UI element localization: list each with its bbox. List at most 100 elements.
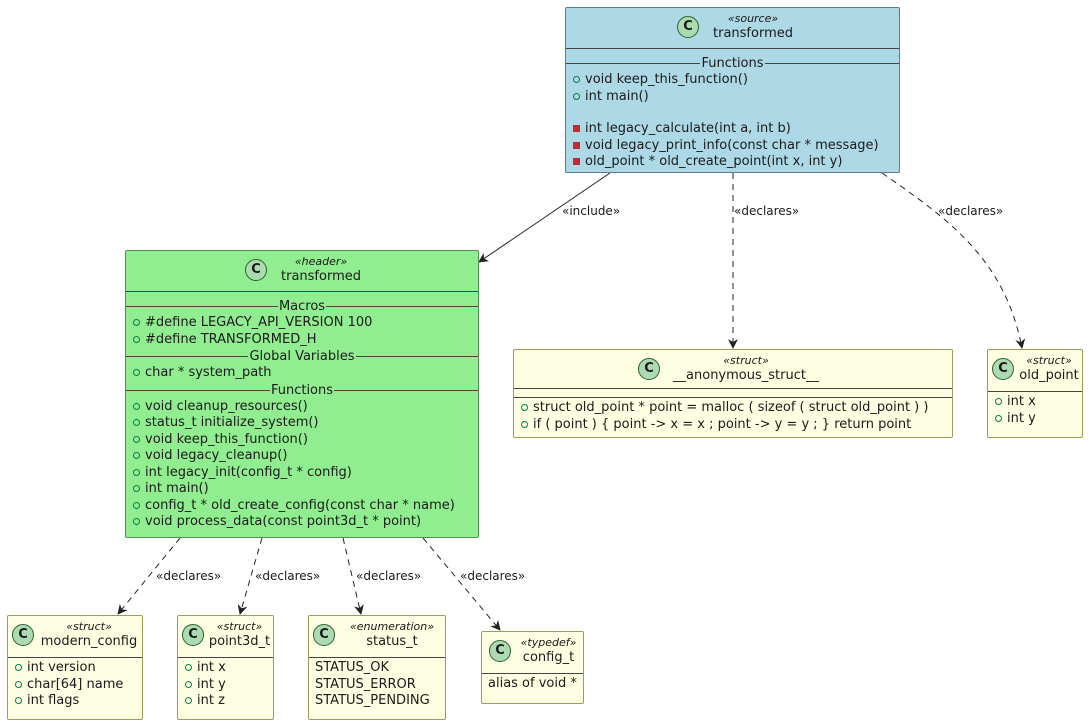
class-c-icon: C — [677, 16, 699, 38]
member-item: int y — [184, 677, 267, 694]
public-visibility-icon — [133, 501, 140, 509]
member-item: char * system_path — [132, 365, 472, 382]
member-item: int legacy_calculate(int a, int b) — [572, 121, 893, 138]
member-item: #define TRANSFORMED_H — [132, 332, 472, 349]
edge-label-declares-modern-config: «declares» — [156, 569, 222, 583]
public-visibility-icon — [573, 92, 580, 100]
edge-label-declares-point3d: «declares» — [255, 569, 321, 583]
class-name: old_point — [1019, 368, 1079, 383]
public-visibility-icon — [133, 468, 140, 476]
enum-value: STATUS_PENDING — [315, 693, 430, 708]
class-c-icon: C — [638, 358, 660, 380]
class-name: status_t — [366, 634, 418, 649]
typedef-alias: alias of void * — [488, 676, 577, 691]
public-visibility-icon — [133, 485, 140, 492]
public-visibility-icon — [15, 680, 22, 688]
edge-declares-modern-config — [117, 537, 181, 615]
class-stereotype: «struct» — [216, 620, 263, 633]
class-stereotype: «typedef» — [520, 636, 577, 649]
member-item: int main() — [132, 481, 472, 498]
edge-label-include: «include» — [562, 204, 621, 218]
public-visibility-icon — [185, 680, 192, 688]
edge-label-declares-anon: «declares» — [734, 204, 800, 218]
edge-label-declares-config: «declares» — [460, 569, 526, 583]
class-source-transformed[interactable]: C «source» transformed Functions void ke… — [565, 7, 900, 173]
class-c-icon: C — [992, 358, 1014, 380]
member-item: void process_data(const point3d_t * poin… — [132, 514, 472, 531]
public-visibility-icon — [521, 420, 528, 428]
edge-declares-status — [342, 537, 364, 615]
class-c-icon: C — [313, 624, 335, 646]
public-visibility-icon — [133, 518, 140, 525]
edge-declares-config — [422, 537, 501, 631]
section-title: Macros — [126, 298, 478, 315]
class-stereotype: «struct» — [1026, 354, 1072, 367]
class-stereotype: «struct» — [723, 354, 769, 367]
member-item: void keep_this_function() — [132, 432, 472, 449]
member-item: int version — [14, 660, 136, 677]
member-item: struct old_point * point = malloc ( size… — [520, 400, 946, 417]
class-point3d-t[interactable]: C «struct» point3d_t int x int y int z — [177, 615, 274, 720]
class-stereotype: «header» — [294, 255, 348, 268]
member-item: void cleanup_resources() — [132, 399, 472, 416]
member-item: int legacy_init(config_t * config) — [132, 465, 472, 482]
member-item: int z — [184, 693, 267, 710]
class-name: transformed — [713, 26, 793, 41]
member-item: void legacy_cleanup() — [132, 448, 472, 465]
member-item: int main() — [572, 89, 893, 106]
class-anonymous-struct[interactable]: C «struct» __anonymous_struct__ struct o… — [513, 349, 953, 438]
member-item: old_point * old_create_point(int x, int … — [572, 154, 893, 171]
class-old-point[interactable]: C «struct» old_point int x int y — [987, 349, 1083, 438]
public-visibility-icon — [133, 452, 140, 459]
class-header-transformed[interactable]: C «header» transformed Macros #define LE… — [125, 250, 479, 538]
class-name: point3d_t — [208, 634, 271, 649]
private-visibility-icon — [573, 125, 580, 132]
member-item: int y — [994, 411, 1076, 428]
public-visibility-icon — [995, 398, 1002, 405]
edge-declares-point3d — [237, 537, 263, 615]
public-visibility-icon — [133, 435, 140, 443]
public-visibility-icon — [573, 76, 580, 83]
public-visibility-icon — [133, 419, 140, 426]
class-c-icon: C — [245, 259, 267, 281]
public-visibility-icon — [15, 697, 22, 704]
public-visibility-icon — [995, 414, 1002, 422]
section-title: Global Variables — [126, 348, 478, 365]
edge-label-declares-status: «declares» — [356, 569, 422, 583]
class-name: config_t — [522, 650, 575, 665]
member-item: char[64] name — [14, 677, 136, 694]
class-c-icon: C — [182, 624, 204, 646]
class-name: modern_config — [40, 634, 138, 649]
public-visibility-icon — [133, 319, 140, 326]
section-title: Functions — [126, 382, 478, 399]
member-item: config_t * old_create_config(const char … — [132, 498, 472, 515]
private-visibility-icon — [573, 158, 580, 165]
edge-label-declares-old-point: «declares» — [938, 204, 1004, 218]
class-modern-config[interactable]: C «struct» modern_config int version cha… — [7, 615, 143, 720]
member-item: int x — [184, 660, 267, 677]
class-status-t[interactable]: C «enumeration» status_t STATUS_OK STATU… — [308, 615, 446, 720]
class-name: __anonymous_struct__ — [673, 368, 819, 383]
class-stereotype: «enumeration» — [349, 620, 435, 633]
enum-value: STATUS_OK — [315, 660, 390, 675]
class-stereotype: «source» — [727, 12, 779, 25]
public-visibility-icon — [133, 335, 140, 343]
member-item: int flags — [14, 693, 136, 710]
class-c-icon: C — [489, 640, 511, 662]
member-item: if ( point ) { point -> x = x ; point ->… — [520, 417, 946, 434]
member-item: status_t initialize_system() — [132, 415, 472, 432]
edge-declares-old-point — [881, 172, 1026, 349]
section-title: Functions — [566, 55, 899, 72]
public-visibility-icon — [185, 664, 192, 671]
member-item: void legacy_print_info(const char * mess… — [572, 138, 893, 155]
public-visibility-icon — [185, 697, 192, 704]
private-visibility-icon — [573, 141, 580, 149]
public-visibility-icon — [133, 369, 140, 376]
public-visibility-icon — [521, 404, 528, 411]
member-item: #define LEGACY_API_VERSION 100 — [132, 315, 472, 332]
public-visibility-icon — [133, 402, 140, 410]
class-config-t[interactable]: C «typedef» config_t alias of void * — [481, 631, 584, 704]
class-stereotype: «struct» — [66, 620, 112, 633]
member-item: int x — [994, 394, 1076, 411]
